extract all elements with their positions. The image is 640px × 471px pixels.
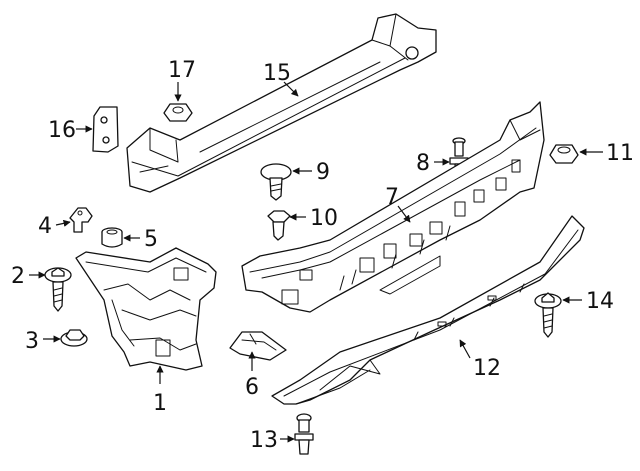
part-17-nut: [163, 103, 193, 122]
part-13-clip-pin: [294, 413, 314, 455]
part-14-bolt: [534, 292, 562, 338]
callout-8: 8: [416, 151, 430, 176]
part-4-clip: [69, 207, 93, 233]
callout-12: 12: [473, 356, 501, 381]
part-1-side-bracket: [75, 247, 217, 371]
part-3-nut: [60, 329, 88, 347]
callout-6: 6: [245, 375, 259, 400]
callout-13: 13: [250, 428, 278, 453]
part-5-spacer: [101, 227, 123, 248]
part-12-lower-rail: [271, 215, 585, 405]
leader-7: [397, 205, 411, 223]
callout-3: 3: [25, 329, 39, 354]
callout-2: 2: [11, 264, 25, 289]
leader-15: [283, 81, 299, 97]
part-16-bracket-plate: [92, 106, 119, 153]
part-2-bolt: [44, 267, 72, 312]
part-10-bolt: [267, 210, 291, 241]
callout-labels: 1 2 3 4 5 6 7 8 9 10 11 12 13 14 15 16 1…: [11, 58, 634, 453]
callout-14: 14: [586, 289, 614, 314]
callout-9: 9: [316, 160, 330, 185]
callout-5: 5: [144, 227, 158, 252]
leader-lines: [29, 81, 603, 443]
callout-4: 4: [38, 214, 52, 239]
part-7-energy-absorber: [241, 101, 545, 313]
leader-12: [459, 339, 471, 359]
callout-16: 16: [48, 118, 76, 143]
callout-11: 11: [606, 141, 634, 166]
callout-17: 17: [168, 58, 196, 83]
callout-1: 1: [153, 391, 167, 416]
part-6-small-bracket: [229, 331, 287, 361]
part-11-nut: [549, 144, 579, 164]
callout-15: 15: [263, 61, 291, 86]
part-15-reinforcement-beam: [126, 13, 437, 193]
callout-10: 10: [310, 206, 338, 231]
part-9-bolt: [260, 163, 292, 201]
callout-7: 7: [385, 185, 399, 210]
leader-4: [55, 219, 71, 227]
